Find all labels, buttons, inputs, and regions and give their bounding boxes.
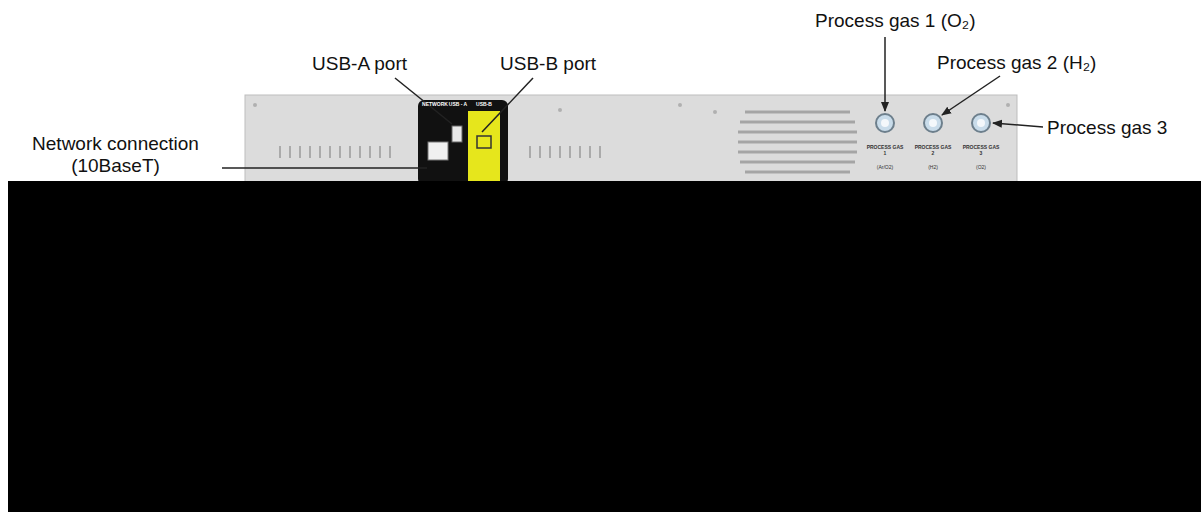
callout-label: Process gas 3: [1047, 117, 1167, 139]
callout-label: USB-A port: [312, 53, 407, 75]
panel-marking: (Ar/O2): [866, 165, 904, 171]
panel-marking: PROCESS GAS 2: [914, 145, 952, 157]
callout-label: USB-B port: [500, 53, 596, 75]
connector-plate: [418, 100, 508, 185]
callout-label: Process gas 2 (H₂): [937, 52, 1096, 74]
callout-label: Process gas 1 (O₂): [815, 10, 975, 32]
fan-grille: [738, 112, 857, 172]
usb-b-socket: [477, 136, 491, 148]
redaction-block: [8, 181, 1201, 512]
gas-fitting-cores: [881, 119, 985, 127]
leader-lines: [222, 37, 1043, 168]
network-jack: [428, 142, 448, 160]
panel-marking: USB-B: [469, 102, 499, 108]
panel-marking: (O2): [962, 165, 1000, 171]
rear-panel: [245, 95, 1017, 185]
gas-fittings: [876, 114, 990, 132]
usb-b-highlight: [468, 111, 500, 185]
panel-marking: (H2): [914, 165, 952, 171]
panel-marking: PROCESS GAS 1: [866, 145, 904, 157]
callout-label: Network connection (10BaseT): [8, 133, 223, 177]
panel-marking: PROCESS GAS 3: [962, 145, 1000, 157]
panel-marking: USB - A: [448, 102, 468, 108]
panel-marking: NETWORK: [420, 102, 450, 108]
usb-a-socket: [452, 126, 462, 142]
screws: [253, 103, 1010, 114]
